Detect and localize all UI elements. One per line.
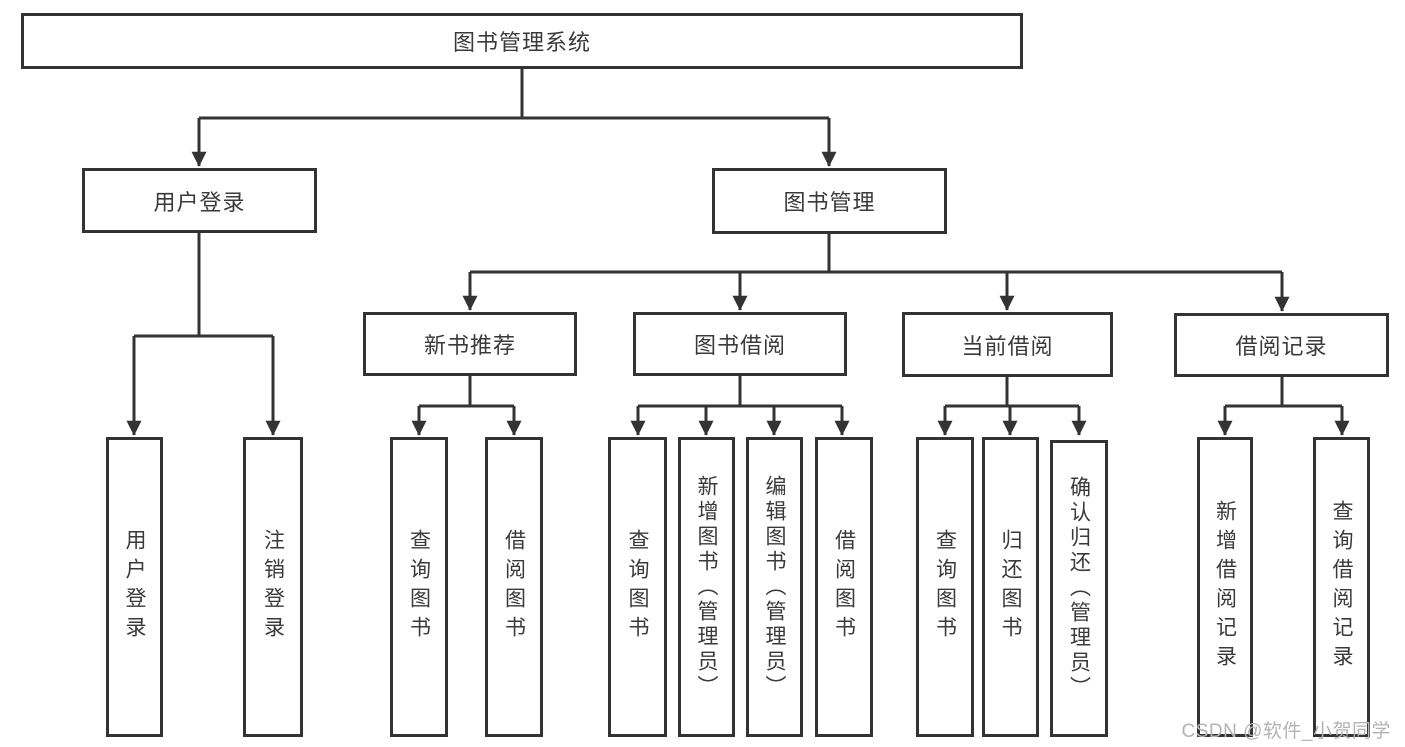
- leaf-borrow-book-recommend: 借阅图书: [485, 437, 543, 737]
- node-new-book-recommend: 新书推荐: [363, 312, 577, 376]
- node-book-borrow: 图书借阅: [633, 312, 847, 376]
- node-book-management: 图书管理: [712, 168, 947, 234]
- leaf-add-borrow-record: 新增借阅记录: [1197, 437, 1253, 737]
- leaf-edit-book-admin: 编辑图书（管理员）: [746, 437, 803, 737]
- leaf-query-book-borrow: 查询图书: [608, 437, 667, 737]
- node-borrow-records: 借阅记录: [1174, 313, 1389, 377]
- leaf-user-login: 用户登录: [106, 437, 163, 737]
- node-current-borrow: 当前借阅: [902, 312, 1113, 377]
- node-library-management-system: 图书管理系统: [21, 13, 1023, 69]
- leaf-logout: 注销登录: [243, 437, 303, 737]
- leaf-borrow-book: 借阅图书: [815, 437, 873, 737]
- leaf-query-book-recommend: 查询图书: [390, 437, 448, 737]
- leaf-query-book-current: 查询图书: [916, 437, 974, 737]
- leaf-query-borrow-record: 查询借阅记录: [1313, 437, 1370, 737]
- leaf-confirm-return-admin: 确认归还（管理员）: [1050, 440, 1108, 737]
- node-user-login: 用户登录: [82, 168, 317, 233]
- leaf-return-book: 归还图书: [982, 437, 1039, 737]
- csdn-watermark: CSDN @软件_小贺同学: [1181, 721, 1391, 742]
- leaf-add-book-admin: 新增图书（管理员）: [678, 437, 735, 737]
